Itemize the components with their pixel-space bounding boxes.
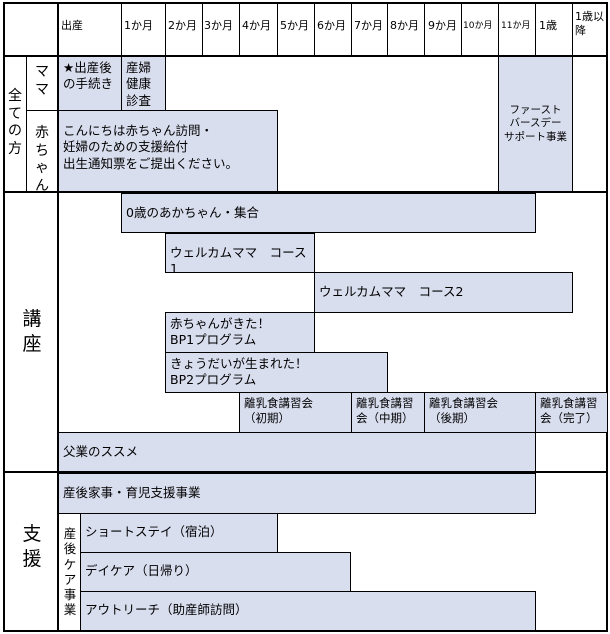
label-column-divider xyxy=(57,2,59,632)
header-sep-6 xyxy=(314,2,315,56)
bar-housework-support: 産後家事・育児支援事業 xyxy=(58,473,536,514)
header-sep-9 xyxy=(424,2,425,56)
bar-baby-visit: こんにちは赤ちゃん訪問・ 妊婦のための支援給付 出生通知票をご提出ください。 xyxy=(58,110,278,192)
header-sep-7 xyxy=(351,2,352,56)
group-label-postpartum-care: 産後ケア事業 xyxy=(63,526,77,618)
month-header-after-1y: 1歳以降 xyxy=(575,10,604,37)
header-sep-2 xyxy=(165,2,166,56)
header-sep-4 xyxy=(239,2,240,56)
month-header-3: 3か月 xyxy=(204,19,233,32)
month-header-birth: 出産 xyxy=(61,19,83,32)
bar-fatherhood: 父業のススメ xyxy=(58,432,536,472)
bar-weaning-complete: 離乳食講習 会（完了） xyxy=(535,392,608,433)
all-course-divider xyxy=(3,191,608,193)
header-sep-13 xyxy=(572,2,573,56)
bar-short-stay: ショートステイ（宿泊） xyxy=(80,513,278,553)
month-header-1: 1か月 xyxy=(124,19,153,32)
month-header-6: 6か月 xyxy=(317,19,346,32)
month-header-2: 2か月 xyxy=(168,19,197,32)
bar-bp1-program: 赤ちゃんがきた！ BP1プログラム xyxy=(165,312,315,353)
header-sep-5 xyxy=(277,2,278,56)
frame-top xyxy=(3,2,608,4)
bar-weaning-middle: 離乳食講習 会（中期） xyxy=(351,392,425,433)
bar-welcome-course-2: ウェルカムママ コース2 xyxy=(314,272,573,313)
frame-left xyxy=(3,2,5,632)
bar-weaning-early: 離乳食講習会 （初期） xyxy=(239,392,352,433)
month-header-9: 9か月 xyxy=(428,19,457,32)
month-header-8: 8か月 xyxy=(390,19,419,32)
month-header-12: 1歳 xyxy=(539,19,557,32)
group-label-baby: 赤ちゃん xyxy=(35,125,49,194)
mama-baby-divider xyxy=(26,110,58,111)
month-header-4: 4か月 xyxy=(242,19,271,32)
group-label-course: 講座 xyxy=(22,308,42,355)
bar-first-birthday-support: ファースト バースデー サポート事業 xyxy=(498,56,573,192)
header-sep-8 xyxy=(387,2,388,56)
bar-weaning-late: 離乳食講習会 （後期） xyxy=(424,392,536,433)
frame-right xyxy=(606,2,608,632)
month-header-11: 11か月 xyxy=(501,21,531,31)
header-sep-10 xyxy=(461,2,462,56)
bar-bp2-program: きょうだいが生まれた！ BP2プログラム xyxy=(165,352,388,393)
month-header-7: 7か月 xyxy=(354,19,383,32)
header-sep-3 xyxy=(202,2,203,56)
bar-day-care: デイケア（日帰り） xyxy=(80,552,351,592)
header-sep-1 xyxy=(121,2,122,56)
bar-maternal-checkup: 産婦健康診査 xyxy=(121,56,166,111)
month-header-5: 5か月 xyxy=(280,19,309,32)
header-divider xyxy=(3,55,608,57)
group-label-mama: ママ xyxy=(35,64,49,98)
header-sep-11 xyxy=(498,2,499,56)
group-label-all: 全ての方 xyxy=(8,88,22,157)
header-sep-12 xyxy=(535,2,536,56)
month-header-10: 10か月 xyxy=(463,21,493,31)
bar-welcome-course-1: ウェルカムママ コース1 xyxy=(165,233,315,273)
bar-baby-meetup: 0歳のあかちゃん・集合 xyxy=(121,193,536,233)
bar-outreach: アウトリーチ（助産師訪問） xyxy=(80,591,536,631)
all-inner-divider xyxy=(26,55,27,192)
bar-postbirth-procedure: ★出産後の手続き xyxy=(58,56,122,111)
group-label-support: 支援 xyxy=(22,523,42,570)
